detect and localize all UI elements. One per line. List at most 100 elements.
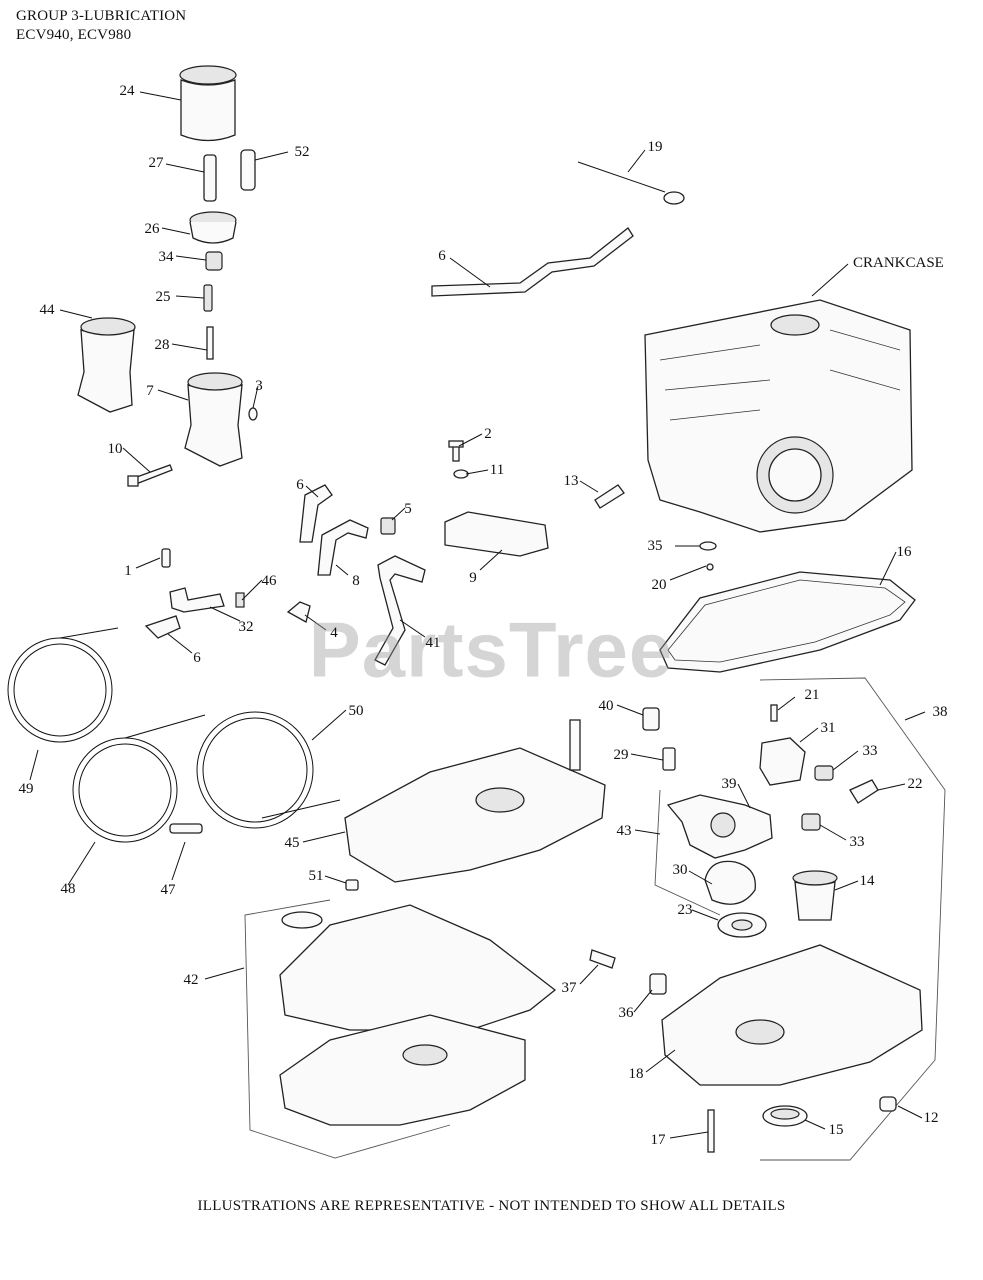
callout-27: 27	[148, 155, 164, 171]
callout-49: 49	[18, 781, 34, 797]
seal-15-part	[762, 1105, 808, 1127]
callout-45: 45	[284, 835, 300, 851]
switch-29-part	[662, 747, 676, 771]
callout-16: 16	[896, 544, 912, 560]
elbow-22-part	[849, 779, 879, 804]
group-bracket-42	[244, 899, 451, 1159]
fitting-37-part	[589, 949, 616, 969]
gasket-16-part	[659, 571, 916, 673]
hose-8-part	[317, 519, 369, 576]
callout-40: 40	[598, 698, 614, 714]
hose-6-mid-part	[299, 484, 333, 543]
spring-34-part	[205, 251, 223, 271]
callout-6-mid: 6	[296, 477, 304, 493]
callout-39: 39	[721, 776, 737, 792]
watermark: PartsTree	[308, 605, 674, 694]
callout-32: 32	[238, 619, 254, 635]
callout-15: 15	[828, 1122, 844, 1138]
callout-41: 41	[425, 635, 441, 651]
bolt-28-part	[206, 326, 214, 360]
callout-6-low: 6	[193, 650, 201, 666]
callout-28: 28	[154, 337, 170, 353]
callout-33-lower: 33	[849, 834, 865, 850]
hose-32-part	[169, 587, 225, 613]
leader-lines	[29, 91, 926, 1139]
callout-42: 42	[183, 972, 199, 988]
callout-2: 2	[484, 426, 492, 442]
sensor-13-part	[594, 484, 625, 509]
hose-coil-49-part	[7, 627, 119, 743]
callout-19: 19	[647, 139, 663, 155]
callout-4: 4	[330, 625, 338, 641]
callout-51: 51	[308, 868, 324, 884]
group-bracket-38	[759, 677, 946, 1161]
filter-housing-7-part	[184, 372, 243, 467]
callout-21: 21	[804, 687, 820, 703]
adapter-26-part	[189, 211, 237, 244]
hose-41-part	[374, 555, 426, 666]
callout-31: 31	[820, 720, 836, 736]
plug-12-part	[879, 1096, 897, 1112]
gasket-42-part	[279, 904, 557, 1031]
oring-3-part	[248, 407, 258, 421]
callout-8: 8	[352, 573, 360, 589]
callout-23: 23	[677, 902, 693, 918]
oil-pan-18-part	[661, 944, 923, 1086]
callout-26: 26	[144, 221, 160, 237]
callout-46: 46	[261, 573, 277, 589]
plug-33-lower-part	[801, 813, 821, 831]
callout-37: 37	[561, 980, 577, 996]
callout-48: 48	[60, 881, 76, 897]
dipstick-tube-6-part	[431, 227, 634, 297]
callout-5: 5	[404, 501, 412, 517]
callout-17: 17	[650, 1132, 666, 1148]
clip-5-part	[380, 517, 396, 535]
bolt-10-part	[127, 464, 173, 487]
callout-38: 38	[932, 704, 948, 720]
page-subtitle: ECV940, ECV980	[16, 27, 132, 43]
fitting-52-part	[240, 149, 256, 191]
callout-34: 34	[158, 249, 174, 265]
elbow-4-part	[286, 601, 311, 623]
hose-coil-48-part	[72, 714, 206, 843]
callout-7: 7	[146, 383, 154, 399]
bushing-14-part	[792, 870, 838, 921]
callout-22: 22	[907, 776, 923, 792]
plug-51-part	[345, 879, 359, 891]
oring-30-part	[704, 860, 756, 905]
pump-39-part	[666, 794, 773, 859]
callout-25: 25	[155, 289, 171, 305]
oil-pan-45-part	[344, 719, 606, 883]
callout-20: 20	[651, 577, 667, 593]
fitting-27-part	[203, 154, 217, 202]
callout-6-top: 6	[438, 248, 446, 264]
callout-10: 10	[107, 441, 123, 457]
fitting-36-part	[649, 973, 667, 995]
group-bracket-43	[654, 789, 721, 916]
washer-11-part	[453, 469, 469, 479]
oring-35-part	[699, 541, 717, 551]
callout-24: 24	[119, 83, 135, 99]
callout-43: 43	[616, 823, 632, 839]
hose-6-low-part	[144, 615, 181, 639]
callout-11: 11	[489, 462, 505, 478]
screw-2-part	[448, 440, 464, 462]
plug-33-upper-part	[814, 765, 834, 781]
crankcase-part	[644, 299, 913, 533]
bolt-17-part	[707, 1109, 715, 1153]
bracket-9-part	[444, 511, 549, 557]
screw-21-part	[770, 704, 778, 722]
callout-44: 44	[39, 302, 55, 318]
dipstick-19-part	[577, 161, 685, 205]
callout-12: 12	[923, 1110, 939, 1126]
clip-46-part	[235, 592, 245, 608]
hose-coil-50-part	[196, 711, 341, 829]
callout-29: 29	[613, 747, 629, 763]
callout-14: 14	[859, 873, 875, 889]
callout-33-upper: 33	[862, 743, 878, 759]
callout-3: 3	[255, 378, 263, 394]
bearing-23-part	[717, 912, 767, 938]
cover-31-part	[759, 737, 806, 786]
callout-47: 47	[160, 882, 176, 898]
